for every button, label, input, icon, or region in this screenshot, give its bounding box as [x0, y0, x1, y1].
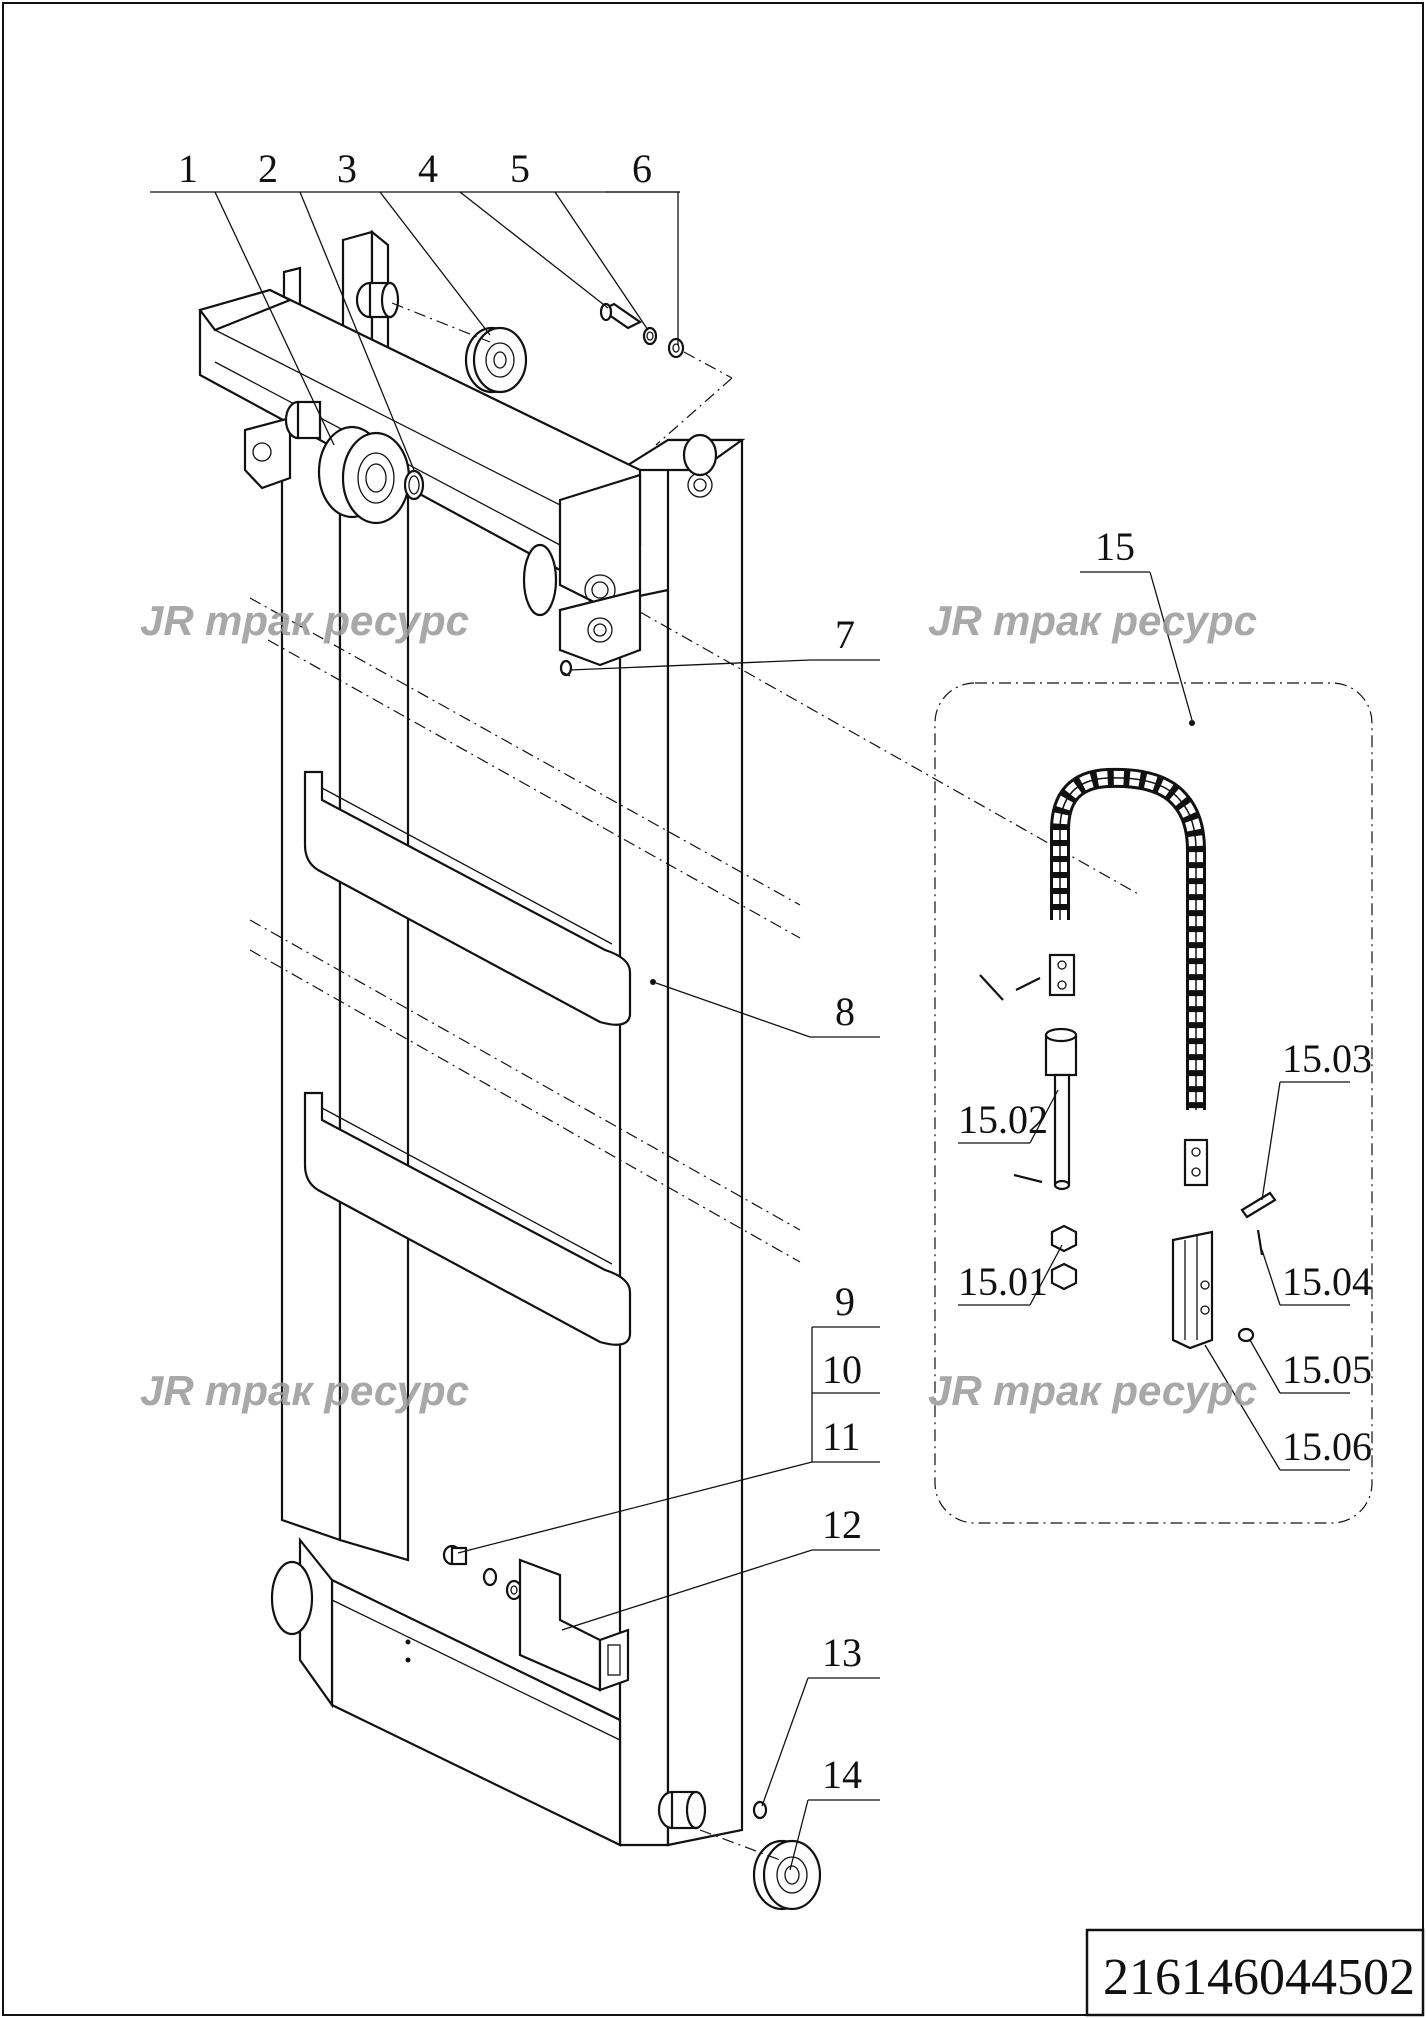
watermark-text: трак ресурс: [205, 597, 469, 644]
roller-3: [391, 302, 528, 394]
watermark-text: трак ресурс: [205, 1367, 469, 1414]
callout-9: 9: [835, 1279, 855, 1324]
callout-2: 2: [258, 146, 278, 191]
leader-lines: [150, 191, 1350, 1871]
callout-14: 14: [822, 1752, 862, 1797]
callout-15-01: 15.01: [958, 1259, 1048, 1304]
nuts-15-01: [1050, 1224, 1078, 1291]
callout-12: 12: [822, 1502, 862, 1547]
drawing-number-box: 216146044502: [1085, 1928, 1425, 2017]
callout-11: 11: [822, 1414, 861, 1459]
watermark-2: ЈR трак ресурс: [928, 597, 1257, 644]
callout-15-05: 15.05: [1282, 1347, 1372, 1392]
drawing-number: 216146044502: [1103, 1949, 1415, 2006]
callout-labels: 1 2 3 4 5 6 7 8 9 10 11 12 13 14 15 15.0…: [178, 146, 1372, 1797]
roller-assembly: [317, 425, 425, 525]
callout-1: 1: [178, 146, 198, 191]
chain-anchor-15-06: [1171, 1191, 1277, 1350]
watermark-1: ЈR трак ресурс: [140, 597, 469, 644]
screw-7: [559, 659, 573, 677]
callout-5: 5: [510, 146, 530, 191]
watermark-4: ЈR трак ресурс: [928, 1367, 1257, 1414]
callout-4: 4: [418, 146, 438, 191]
callout-15-04: 15.04: [1282, 1259, 1372, 1304]
bottom-roller-14: [657, 1790, 822, 1911]
hose-guides: [303, 770, 632, 1346]
watermark-text: трак ресурс: [993, 597, 1257, 644]
tr-logo-icon: ЈR: [140, 597, 194, 644]
callout-8: 8: [835, 989, 855, 1034]
callout-7: 7: [835, 612, 855, 657]
explode-lines: [249, 597, 1141, 1263]
top-crosshead: [198, 229, 718, 667]
tr-logo-icon: ЈR: [140, 1367, 194, 1414]
callout-15-03: 15.03: [1282, 1036, 1372, 1081]
tr-logo-icon: ЈR: [928, 597, 982, 644]
lower-fasteners: [442, 1544, 630, 1692]
bolt-4-5-6: [599, 302, 733, 446]
callout-6: 6: [632, 146, 652, 191]
chain-kit-box: [934, 682, 1373, 1524]
watermark-text: трак ресурс: [993, 1367, 1257, 1414]
callout-13: 13: [822, 1630, 862, 1675]
callout-3: 3: [337, 146, 357, 191]
watermarks: ЈR трак ресурс ЈR трак ресурс ЈR трак ре…: [140, 597, 1257, 1414]
watermark-3: ЈR трак ресурс: [140, 1367, 469, 1414]
callout-10: 10: [822, 1347, 862, 1392]
callout-15-06: 15.06: [1282, 1424, 1372, 1469]
callout-15: 15: [1095, 524, 1135, 569]
callout-15-02: 15.02: [958, 1097, 1048, 1142]
tr-logo-icon: ЈR: [928, 1367, 982, 1414]
anchor-bolt-15-02: [1013, 1027, 1078, 1191]
chain: [979, 767, 1209, 1187]
